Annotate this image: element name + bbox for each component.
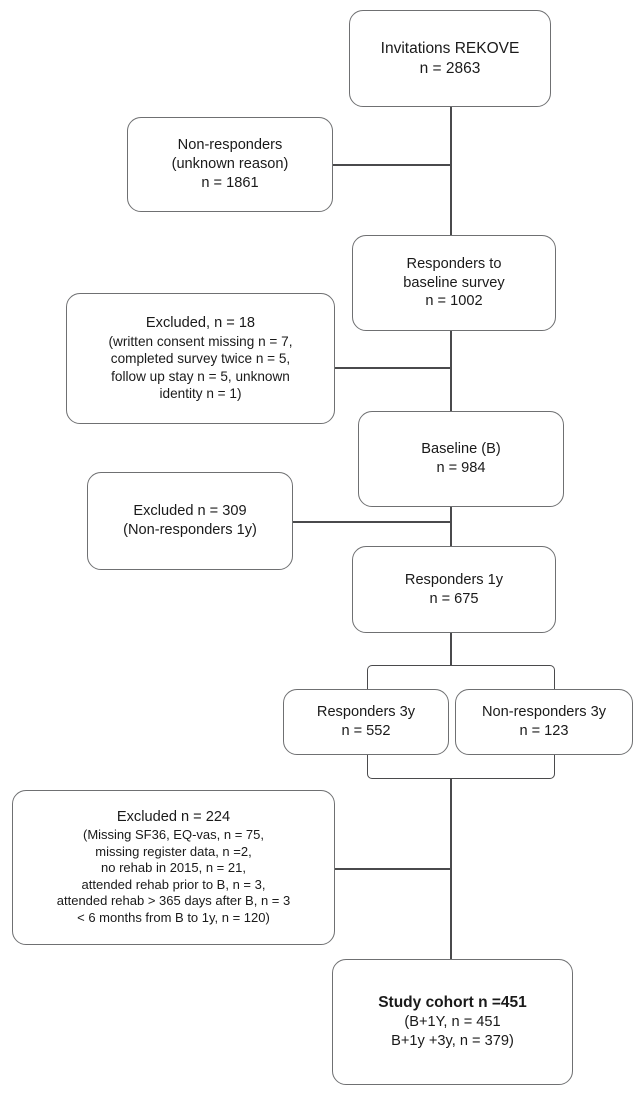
node-invitations-line-2: n = 2863: [419, 59, 481, 77]
node-invitations-line-1: Invitations REKOVE: [380, 39, 520, 57]
connector-baseline-to-responders-1y: [450, 507, 452, 567]
node-responders-baseline-survey[interactable]: Responders to baseline survey n = 1002: [352, 235, 556, 331]
node-excluded-224-line-5: attended rehab prior to B, n = 3,: [81, 876, 266, 892]
node-excluded-18-line-4: follow up stay n = 5, unknown: [111, 368, 290, 384]
node-responders-3y-line-2: n = 552: [341, 723, 391, 739]
node-responders-baseline-line-3: n = 1002: [425, 293, 483, 310]
node-non-responders-unknown[interactable]: Non-responders (unknown reason) n = 1861: [127, 117, 333, 212]
node-excluded-18-line-2: (written consent missing n = 7,: [108, 334, 293, 350]
node-responders-1y[interactable]: Responders 1y n = 675: [352, 546, 556, 633]
node-excluded-224-line-4: no rehab in 2015, n = 21,: [101, 860, 246, 876]
node-baseline-line-2: n = 984: [436, 460, 486, 476]
node-excluded-18-line-1: Excluded, n = 18: [145, 315, 256, 332]
node-responders-baseline-line-2: baseline survey: [403, 274, 505, 291]
node-responders-1y-line-1: Responders 1y: [404, 571, 504, 588]
connector-responders-to-baseline: [450, 331, 452, 411]
node-non-responders-3y-line-1: Non-responders 3y: [481, 704, 607, 721]
connector-invitations-to-responders: [450, 107, 452, 235]
connector-responders-1y-down: [450, 633, 452, 666]
node-responders-1y-line-2: n = 675: [429, 590, 479, 607]
node-non-responders-unknown-line-2: (unknown reason): [171, 156, 289, 173]
node-study-cohort[interactable]: Study cohort n =451 (B+1Y, n = 451 B+1y …: [332, 959, 573, 1085]
node-non-responders-3y-line-2: n = 123: [519, 723, 569, 739]
node-study-cohort-line-2: (B+1Y, n = 451: [404, 1014, 501, 1031]
node-excluded-18-line-3: completed survey twice n = 5,: [110, 351, 291, 367]
connector-branch-excluded-224: [335, 868, 451, 870]
node-excluded-224-line-3: missing register data, n =2,: [95, 843, 252, 859]
node-baseline[interactable]: Baseline (B) n = 984: [358, 411, 564, 507]
node-excluded-224-line-6: attended rehab > 365 days after B, n = 3: [56, 893, 291, 909]
node-non-responders-3y[interactable]: Non-responders 3y n = 123: [455, 689, 633, 755]
node-non-responders-unknown-line-1: Non-responders: [177, 137, 283, 154]
node-excluded-309-line-2: (Non-responders 1y): [123, 522, 257, 538]
connector-branch-non-responders-unknown: [333, 164, 451, 166]
connector-branch-excluded-309: [293, 521, 451, 523]
merge-bracket-3y: [367, 755, 555, 779]
node-responders-3y-line-1: Responders 3y: [316, 704, 416, 721]
node-baseline-line-1: Baseline (B): [421, 441, 501, 458]
node-non-responders-unknown-line-3: n = 1861: [201, 174, 259, 191]
node-excluded-309[interactable]: Excluded n = 309 (Non-responders 1y): [87, 472, 293, 570]
node-excluded-18-line-5: identity n = 1): [159, 386, 242, 402]
node-excluded-309-line-1: Excluded n = 309: [133, 503, 247, 520]
node-invitations[interactable]: Invitations REKOVE n = 2863: [349, 10, 551, 107]
node-study-cohort-line-3: B+1y +3y, n = 379): [391, 1032, 514, 1049]
node-excluded-224-line-1: Excluded n = 224: [116, 809, 231, 826]
split-bracket-3y: [367, 665, 555, 689]
connector-branch-excluded-18: [335, 367, 451, 369]
node-study-cohort-line-1: Study cohort n =451: [378, 994, 527, 1012]
node-excluded-224[interactable]: Excluded n = 224 (Missing SF36, EQ-vas, …: [12, 790, 335, 945]
node-excluded-224-line-7: < 6 months from B to 1y, n = 120): [77, 910, 270, 926]
node-responders-baseline-line-1: Responders to: [406, 255, 502, 272]
node-excluded-224-line-2: (Missing SF36, EQ-vas, n = 75,: [83, 826, 264, 842]
node-responders-3y[interactable]: Responders 3y n = 552: [283, 689, 449, 755]
node-excluded-18[interactable]: Excluded, n = 18 (written consent missin…: [66, 293, 335, 424]
